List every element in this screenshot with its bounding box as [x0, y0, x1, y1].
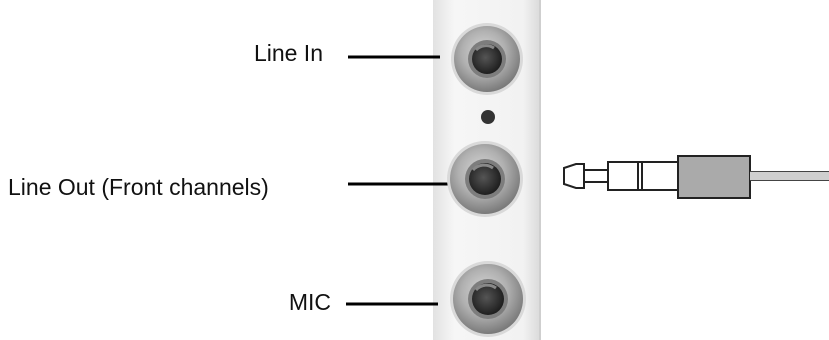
stereo-plug-icon — [563, 155, 829, 199]
indicator-dot-icon — [481, 110, 495, 124]
line-out-jack-icon — [447, 141, 523, 217]
mic-label: MIC — [288, 289, 331, 315]
line-in-jack-icon — [451, 23, 523, 95]
line-in-label: Line In — [253, 40, 323, 66]
mic-jack-icon — [450, 261, 526, 337]
line-out-label: Line Out (Front channels) — [8, 174, 269, 200]
